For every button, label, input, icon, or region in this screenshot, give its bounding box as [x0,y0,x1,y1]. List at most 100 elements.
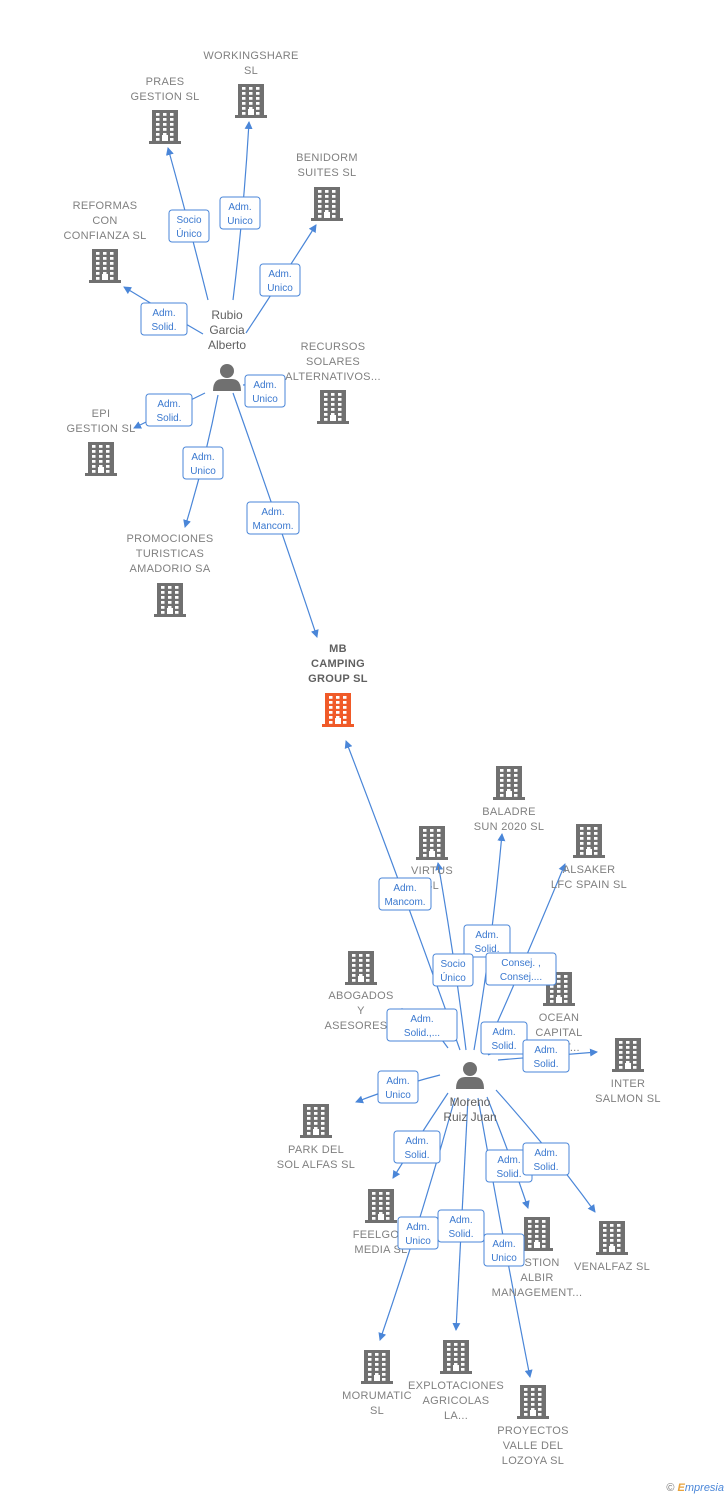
company-node-venalfaz[interactable]: VENALFAZ SL [574,1221,650,1273]
node-label: REFORMAS [73,200,138,212]
role-box-moreno-baladre[interactable]: Adm.Solid. [463,924,511,958]
company-node-feelgo[interactable]: FEELGO...MEDIA SL [353,1189,410,1256]
node-label: BALADRE [482,806,535,818]
building-icon [154,583,186,617]
role-label: Solid. [533,1059,558,1070]
building-icon [361,1350,393,1384]
node-label: BENIDORM [296,152,358,164]
role-label: Solid. [151,322,176,333]
role-box-rubio-epi[interactable]: Adm.Solid. [145,393,193,427]
node-label: Garcia [209,323,245,337]
company-node-abogados[interactable]: ABOGADOSYASESORES... [325,951,398,1032]
role-label: Adm. [191,452,214,463]
role-box-moreno-mb[interactable]: Adm.Mancom. [378,877,432,911]
node-label: SOLARES [306,356,360,368]
building-icon [416,826,448,860]
role-label: Socio [440,959,465,970]
node-label: Alberto [208,338,246,352]
node-label: EPI [92,408,111,420]
role-box-rubio-recursos[interactable]: Adm.Unico [244,374,286,408]
company-node-gestion_albir[interactable]: ...STIONALBIRMANAGEMENT... [492,1217,583,1299]
company-node-epi[interactable]: EPI GESTION SL [66,408,135,476]
node-label: VIRTUS [411,865,453,877]
role-label: Socio [176,215,201,226]
role-label: Adm. [393,883,416,894]
role-label: Mancom. [252,521,293,532]
building-icon [235,84,267,118]
company-node-recursos[interactable]: RECURSOS SOLARES ALTERNATIVOS... [285,341,381,424]
edges-layer [123,121,598,1378]
building-icon [300,1104,332,1138]
role-label: Adm. [534,1148,557,1159]
role-box-moreno-morumatic[interactable]: Adm.Unico [397,1216,439,1250]
node-label: VENALFAZ SL [574,1261,650,1273]
company-node-workingshare[interactable]: WORKINGSHARE SL [203,50,298,118]
company-node-explotaciones[interactable]: EXPLOTACIONESAGRICOLASLA... [408,1340,504,1422]
role-label: Adm. [492,1027,515,1038]
role-label: Solid. [404,1150,429,1161]
role-box-moreno-gestion_albir[interactable]: Adm.Solid. [485,1149,533,1183]
role-label: Único [440,971,466,984]
node-label: CAMPING [311,658,365,670]
node-label: GESTION SL [130,91,199,103]
node-label: INTER [611,1078,646,1090]
role-box-moreno-ocean[interactable]: Adm.Solid. [480,1021,528,1055]
roles-layer: SocioÚnicoAdm.UnicoAdm.UnicoAdm.Solid.Ad… [140,196,570,1267]
node-label: ALTERNATIVOS... [285,371,381,383]
company-node-benidorm[interactable]: BENIDORM SUITES SL [296,152,358,221]
role-label: Adm. [157,399,180,410]
role-label: Adm. [492,1239,515,1250]
role-box-moreno-venalfaz[interactable]: Adm.Solid. [522,1142,570,1176]
role-box-rubio-benidorm[interactable]: Adm.Unico [259,263,301,297]
node-label: SUITES SL [298,167,357,179]
building-icon [521,1217,553,1251]
role-label: Unico [385,1090,411,1101]
role-box-moreno-inter[interactable]: Adm.Solid. [522,1039,570,1073]
node-label: VALLE DEL [503,1440,564,1452]
node-label: MORUMATIC [342,1390,412,1402]
building-icon [89,249,121,283]
role-box-rubio-workingshare[interactable]: Adm.Unico [219,196,261,230]
role-box-rubio-promociones[interactable]: Adm. Unico [182,446,224,480]
node-label: WORKINGSHARE [203,50,298,62]
building-icon [493,766,525,800]
node-label: ALSAKER [563,864,616,876]
role-box-moreno-abogados[interactable]: Adm.Solid.,... [386,1008,458,1042]
role-box-moreno-feelgo[interactable]: Adm.Solid. [393,1130,441,1164]
role-box-moreno-explotaciones[interactable]: Adm.Solid. [437,1209,485,1243]
node-label: SL [244,65,258,77]
node-label: GESTION SL [66,423,135,435]
building-icon [543,972,575,1006]
role-label: Adm. [228,202,251,213]
node-label: PROYECTOS [497,1425,569,1437]
role-label: Unico [190,466,216,477]
node-label: LA... [444,1410,468,1422]
role-box-moreno-alsaker[interactable]: Consej. ,Consej.... [485,952,557,986]
node-label: RECURSOS [301,341,366,353]
role-box-rubio-mb[interactable]: Adm.Mancom. [246,501,300,535]
node-label: MANAGEMENT... [492,1287,583,1299]
node-label: SOL ALFAS SL [277,1159,355,1171]
node-label: MEDIA SL [354,1244,407,1256]
brand-logo: Empresia [677,1482,724,1494]
role-box-moreno-proyectos[interactable]: Adm.Unico [483,1233,525,1267]
person-icon [213,364,241,391]
role-box-moreno-park[interactable]: Adm.Unico [377,1070,419,1104]
role-box-rubio-reformas[interactable]: Adm.Solid. [140,302,188,336]
node-label: ...STION [514,1257,559,1269]
